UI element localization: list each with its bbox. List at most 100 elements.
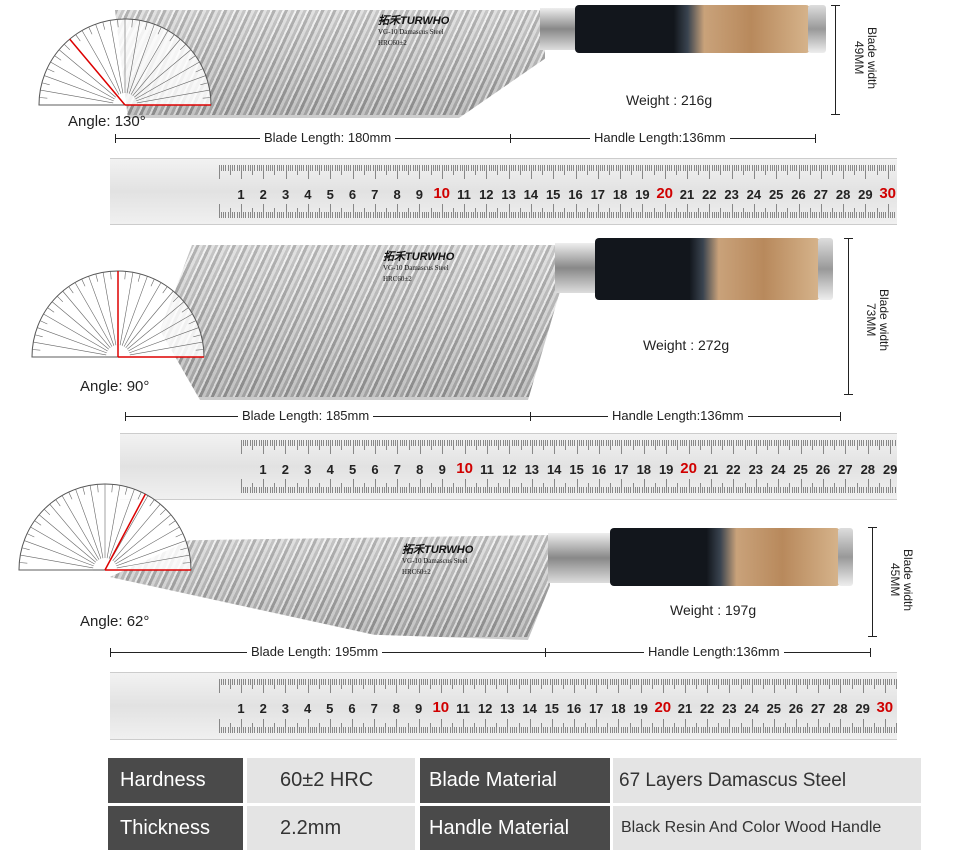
ruler-tick (252, 165, 254, 175)
ruler-tick (616, 727, 618, 733)
ruler-tick (486, 204, 488, 218)
ruler-tick (720, 679, 722, 685)
ruler-tick (576, 440, 578, 454)
ruler-tick (592, 487, 594, 493)
ruler-tick (553, 204, 555, 218)
ruler-tick (529, 719, 531, 733)
ruler-tick (345, 679, 347, 685)
ruler-tick (707, 165, 709, 171)
ruler-tick (547, 727, 549, 733)
ruler-tick (283, 727, 285, 733)
ruler-tick (560, 440, 562, 446)
ruler-tick (329, 679, 331, 693)
ruler-tick (365, 679, 367, 685)
ruler-tick (285, 165, 287, 179)
ruler-tick (805, 212, 807, 218)
ruler-tick (661, 487, 663, 493)
ruler-tick (256, 165, 258, 171)
ruler-tick (524, 165, 526, 171)
tick (530, 412, 531, 421)
ruler-tick (589, 679, 591, 685)
ruler-tick (740, 723, 742, 733)
ruler-tick (867, 479, 869, 493)
protractor-tick (130, 30, 169, 95)
ruler-tick (221, 679, 223, 685)
ruler-tick (682, 165, 684, 171)
ruler-tick (498, 483, 500, 493)
ruler-tick (428, 440, 430, 446)
ruler-tick (827, 487, 829, 493)
ruler-tick (535, 212, 537, 218)
ruler-tick (704, 212, 706, 218)
ruler-tick (697, 440, 699, 446)
ruler-tick (363, 679, 365, 689)
ruler-tick (464, 479, 466, 493)
protractor-tick (68, 491, 73, 500)
ruler-tick (387, 727, 389, 733)
protractor-tick (109, 20, 124, 94)
ruler-tick (451, 487, 453, 493)
ruler-tick (269, 440, 271, 446)
ruler-tick (894, 165, 896, 171)
ruler-tick (509, 727, 511, 733)
ruler-tick (834, 440, 836, 450)
ruler-tick (845, 165, 847, 171)
protractor-tick (195, 349, 204, 351)
ruler-tick (360, 679, 362, 685)
ruler-tick (411, 727, 413, 733)
ruler-tick (312, 212, 314, 218)
ruler-tick (619, 487, 621, 493)
ruler-tick (854, 165, 856, 175)
ruler-tick (367, 727, 369, 733)
knife-2-handle-length: Handle Length:136mm (608, 408, 748, 423)
ruler-tick (269, 727, 271, 733)
protractor-1 (38, 18, 212, 106)
ruler-number: 9 (415, 187, 424, 202)
ruler-tick (630, 440, 632, 446)
ruler-tick (751, 440, 753, 446)
ruler-tick (679, 440, 681, 446)
ruler-number: 7 (370, 701, 378, 716)
ruler-tick (359, 440, 361, 446)
ruler-tick (536, 487, 538, 493)
ruler-tick (600, 679, 602, 685)
ruler-tick (587, 679, 589, 685)
ruler-tick (278, 727, 280, 733)
ruler-tick (272, 212, 274, 218)
ruler-tick (378, 727, 380, 733)
ruler-tick (782, 440, 784, 446)
ruler-tick (669, 165, 671, 171)
ruler-tick (737, 440, 739, 446)
ruler-tick (665, 679, 667, 685)
ruler-tick (771, 679, 773, 685)
ruler-tick (591, 212, 593, 218)
ruler-tick (746, 440, 748, 446)
ruler-tick (831, 679, 833, 685)
ruler-tick (620, 165, 622, 179)
ruler-tick (480, 727, 482, 733)
ruler-tick (688, 440, 690, 454)
ruler-tick (727, 679, 729, 685)
ruler-tick (874, 487, 876, 493)
ruler-tick (675, 208, 677, 218)
ruler-tick (520, 727, 522, 733)
ruler-tick (713, 440, 715, 446)
ruler-tick (684, 487, 686, 493)
ruler-tick (661, 440, 663, 446)
protractor-tick (89, 485, 104, 559)
ruler-tick (478, 727, 480, 733)
ruler-tick (584, 212, 586, 218)
ruler-tick (238, 165, 240, 171)
ruler-tick (718, 165, 720, 171)
ruler-tick (488, 165, 490, 171)
ruler-tick (755, 479, 757, 493)
ruler-tick (789, 212, 791, 218)
ruler-tick (323, 487, 325, 493)
ruler-tick (530, 204, 532, 218)
ruler-tick (571, 212, 573, 218)
ruler-tick (510, 165, 512, 171)
ruler-tick (689, 165, 691, 171)
ruler-tick (444, 487, 446, 493)
ruler-tick (621, 440, 623, 454)
ruler-tick (572, 487, 574, 493)
